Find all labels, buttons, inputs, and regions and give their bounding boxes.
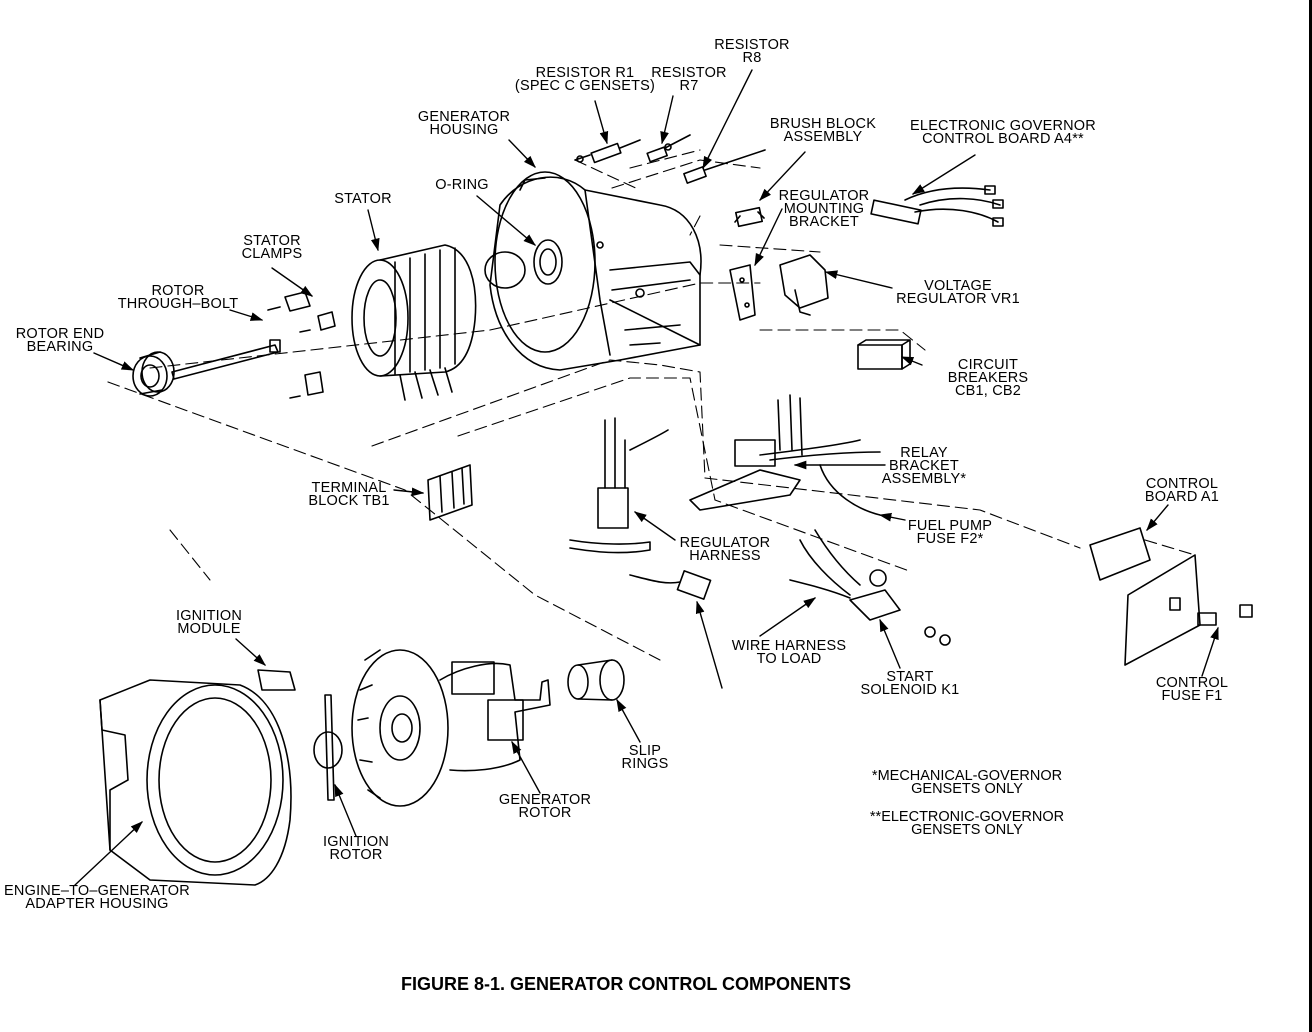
generator-rotor-drawing <box>351 649 551 807</box>
generator-housing-drawing <box>484 171 702 371</box>
label-terminal-block: TERMINAL BLOCK TB1 <box>308 480 390 509</box>
adapter-housing-drawing <box>99 679 292 886</box>
voltage-regulator-drawing <box>779 254 829 316</box>
leader-lines <box>74 69 1219 886</box>
label-voltage-regulator: VOLTAGE REGULATOR VR1 <box>896 278 1020 307</box>
label-brush-block-assembly: BRUSH BLOCK ASSEMBLY <box>769 116 877 145</box>
stator-drawing <box>351 244 477 401</box>
governor-board-drawing <box>870 185 1004 227</box>
footnote-electronic-governor: **ELECTRONIC-GOVERNOR GENSETS ONLY <box>869 809 1065 838</box>
label-control-board: CONTROL BOARD A1 <box>1144 476 1220 505</box>
label-o-ring: O-RING <box>435 177 489 193</box>
label-rotor-end-bearing: ROTOR END BEARING <box>15 326 105 355</box>
label-control-fuse: CONTROL FUSE F1 <box>1155 675 1229 704</box>
stator-clamps-drawing <box>267 291 336 399</box>
control-board-drawing <box>1089 527 1253 666</box>
label-circuit-breakers: CIRCUIT BREAKERS CB1, CB2 <box>947 357 1029 399</box>
label-resistor-r7: RESISTOR R7 <box>651 65 727 94</box>
figure-caption: FIGURE 8-1. GENERATOR CONTROL COMPONENTS <box>400 974 852 994</box>
label-stator-clamps: STATOR CLAMPS <box>241 233 303 262</box>
label-electronic-governor-board: ELECTRONIC GOVERNOR CONTROL BOARD A4** <box>910 118 1096 147</box>
terminal-block-drawing <box>427 464 473 521</box>
label-wire-harness-to-load: WIRE HARNESS TO LOAD <box>731 638 847 667</box>
label-slip-rings: SLIP RINGS <box>621 743 669 772</box>
label-resistor-r8: RESISTOR R8 <box>714 37 790 66</box>
label-rotor-through-bolt: ROTOR THROUGH–BOLT <box>117 283 239 312</box>
brush-block-drawing <box>734 206 765 228</box>
resistors-drawing <box>574 134 766 184</box>
label-relay-bracket-assembly: RELAY BRACKET ASSEMBLY* <box>881 445 967 487</box>
label-generator-rotor: GENERATOR ROTOR <box>498 792 592 821</box>
slip-rings-drawing <box>567 659 625 701</box>
circuit-breakers-drawing <box>857 339 911 370</box>
ignition-module-drawing <box>257 669 296 691</box>
label-stator: STATOR <box>334 191 392 207</box>
rotor-end-bearing-drawing <box>132 351 175 397</box>
label-fuel-pump-fuse: FUEL PUMP FUSE F2* <box>907 518 993 547</box>
label-generator-housing: GENERATOR HOUSING <box>417 109 511 138</box>
label-ignition-module: IGNITION MODULE <box>175 608 243 637</box>
relay-bracket-drawing <box>689 394 881 516</box>
label-start-solenoid: START SOLENOID K1 <box>860 669 960 698</box>
label-resistor-r1: RESISTOR R1 (SPEC C GENSETS) <box>514 65 656 94</box>
start-solenoid-drawing <box>789 529 951 646</box>
label-ignition-rotor: IGNITION ROTOR <box>322 834 390 863</box>
ignition-rotor-drawing <box>313 694 343 801</box>
regulator-bracket-drawing <box>729 264 756 321</box>
label-regulator-mounting-bracket: REGULATOR MOUNTING BRACKET <box>778 188 870 230</box>
label-regulator-harness: REGULATOR HARNESS <box>679 535 771 564</box>
footnote-mechanical-governor: *MECHANICAL-GOVERNOR GENSETS ONLY <box>871 768 1063 797</box>
regulator-harness-drawing <box>569 417 712 600</box>
assembly-dash-lines <box>107 149 1196 661</box>
label-adapter-housing: ENGINE–TO–GENERATOR ADAPTER HOUSING <box>4 883 190 912</box>
page-edge-rule <box>1309 0 1312 1032</box>
